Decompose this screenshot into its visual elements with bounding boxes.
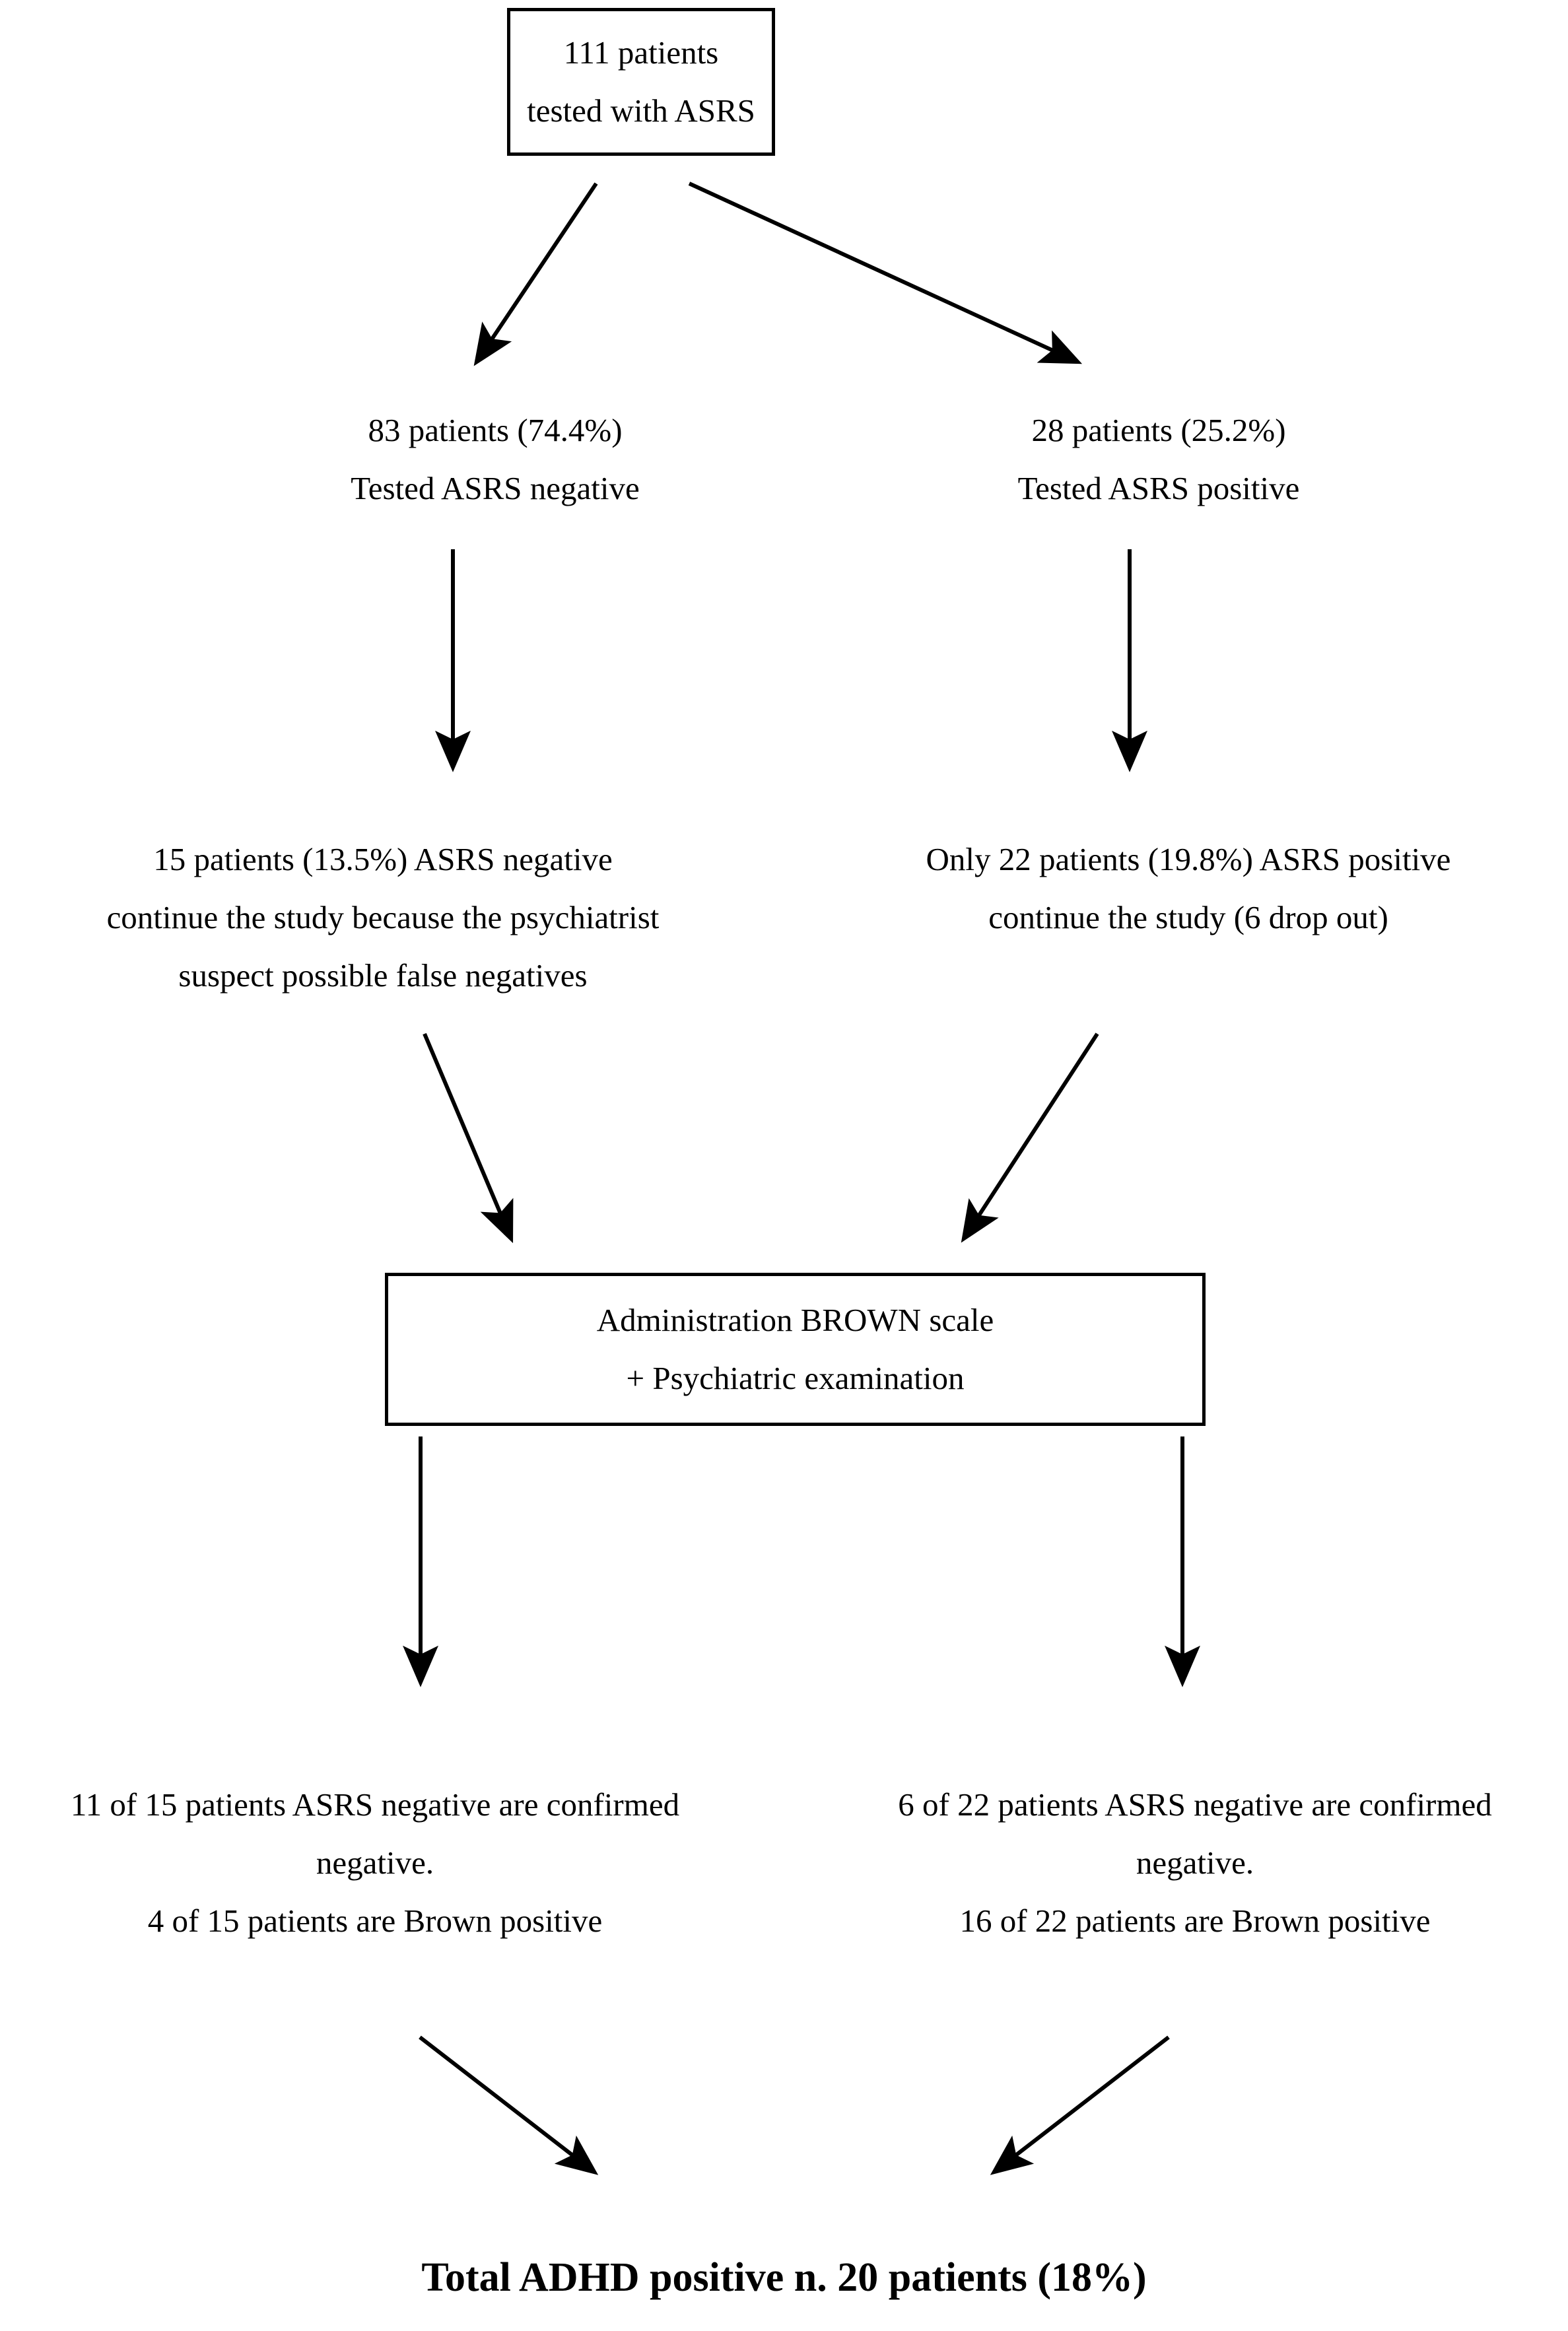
arrow-negative-to-brown <box>423 1032 514 1244</box>
arrow-left-result-to-total <box>419 2035 599 2175</box>
result-right-line-3: 16 of 22 patients are Brown positive <box>959 1903 1431 1939</box>
negative-continue-label: 15 patients (13.5%) ASRS negative contin… <box>13 830 753 1005</box>
arrow-right-result-to-total <box>990 2035 1170 2175</box>
result-left-line-2: negative. <box>316 1844 434 1881</box>
result-right-line-1: 6 of 22 patients ASRS negative are confi… <box>898 1786 1492 1823</box>
result-right-label: 6 of 22 patients ASRS negative are confi… <box>819 1776 1568 1950</box>
positive-continue-line-1: Only 22 patients (19.8%) ASRS positive <box>926 841 1451 877</box>
arrow-top-to-positive <box>688 182 1083 364</box>
arrow-positive-to-brown <box>961 1032 1099 1243</box>
total-outcome-line-1: Total ADHD positive n. 20 patients (18%) <box>421 2255 1147 2300</box>
result-left-line-3: 4 of 15 patients are Brown positive <box>147 1903 603 1939</box>
brown-scale-line-1: Administration BROWN scale <box>596 1302 994 1338</box>
asrs-negative-line-1: 83 patients (74.4%) <box>368 412 623 448</box>
arrow-top-to-negative <box>473 182 598 366</box>
enrollment-line-2: tested with ASRS <box>527 92 755 129</box>
asrs-positive-line-1: 28 patients (25.2%) <box>1031 412 1286 448</box>
result-left-line-1: 11 of 15 patients ASRS negative are conf… <box>70 1786 680 1823</box>
negative-continue-line-1: 15 patients (13.5%) ASRS negative <box>153 841 613 877</box>
result-right-line-2: negative. <box>1136 1844 1254 1881</box>
asrs-positive-line-2: Tested ASRS positive <box>1017 470 1300 506</box>
asrs-positive-label: 28 patients (25.2%) Tested ASRS positive <box>888 401 1429 518</box>
negative-continue-line-3: suspect possible false negatives <box>178 957 588 994</box>
asrs-negative-line-2: Tested ASRS negative <box>351 470 640 506</box>
result-left-label: 11 of 15 patients ASRS negative are conf… <box>0 1776 758 1950</box>
asrs-negative-label: 83 patients (74.4%) Tested ASRS negative <box>224 401 766 518</box>
brown-scale-box: Administration BROWN scale + Psychiatric… <box>385 1273 1206 1426</box>
enrollment-line-1: 111 patients <box>563 34 719 71</box>
total-outcome-label: Total ADHD positive n. 20 patients (18%) <box>0 2250 1568 2305</box>
positive-continue-line-2: continue the study (6 drop out) <box>988 899 1388 935</box>
positive-continue-label: Only 22 patients (19.8%) ASRS positive c… <box>838 830 1538 947</box>
enrollment-box: 111 patients tested with ASRS <box>507 8 775 156</box>
brown-scale-line-2: + Psychiatric examination <box>626 1360 965 1396</box>
negative-continue-line-2: continue the study because the psychiatr… <box>106 899 660 935</box>
